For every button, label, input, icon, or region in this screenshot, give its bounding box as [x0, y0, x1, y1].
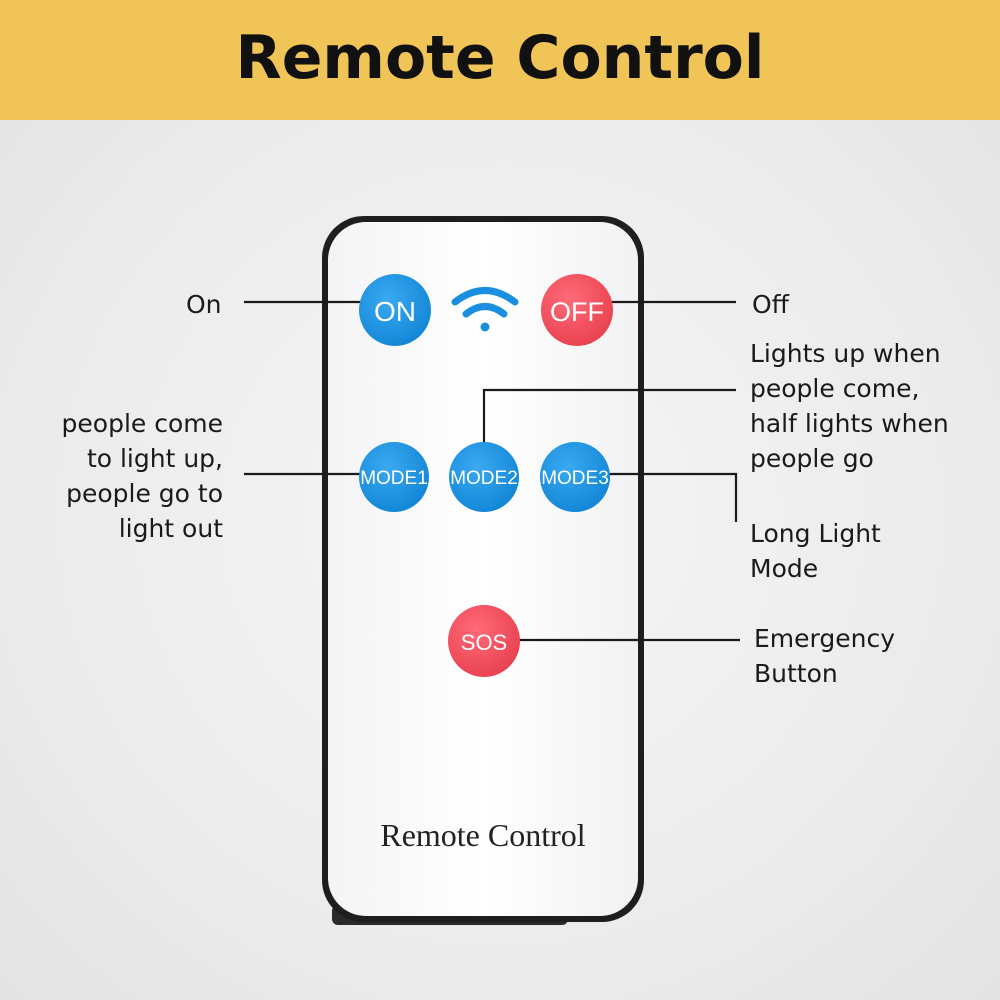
svg-text:MODE3: MODE3: [541, 468, 609, 489]
callout-mode3: Long Light Mode: [750, 519, 881, 583]
off-button[interactable]: OFF: [541, 274, 613, 346]
mode1-button[interactable]: MODE1: [359, 442, 429, 512]
callout-on: On: [186, 290, 222, 319]
sos-button[interactable]: SOS: [448, 605, 520, 677]
callout-off: Off: [752, 290, 789, 319]
callout-lines: [244, 300, 740, 642]
callout-mode2: Lights up when people come, half lights …: [750, 339, 949, 473]
page-title: Remote Control: [235, 23, 765, 93]
remote-printed-label: Remote Control: [380, 817, 585, 853]
line-mode3: [598, 472, 738, 522]
svg-text:MODE2: MODE2: [450, 468, 518, 489]
mode3-button[interactable]: MODE3: [540, 442, 610, 512]
on-button[interactable]: ON: [359, 274, 431, 346]
callout-sos: Emergency Button: [754, 624, 896, 688]
callout-mode1: people come to light up, people go to li…: [61, 409, 223, 543]
svg-text:ON: ON: [374, 296, 416, 327]
title-banner: Remote Control: [0, 0, 1000, 120]
mode2-button[interactable]: MODE2: [449, 442, 519, 512]
line-mode2: [482, 388, 736, 455]
svg-text:MODE1: MODE1: [360, 468, 428, 489]
svg-text:OFF: OFF: [550, 297, 604, 327]
remote-body: [322, 216, 644, 925]
svg-text:SOS: SOS: [461, 630, 507, 655]
wifi-icon: [451, 287, 519, 332]
